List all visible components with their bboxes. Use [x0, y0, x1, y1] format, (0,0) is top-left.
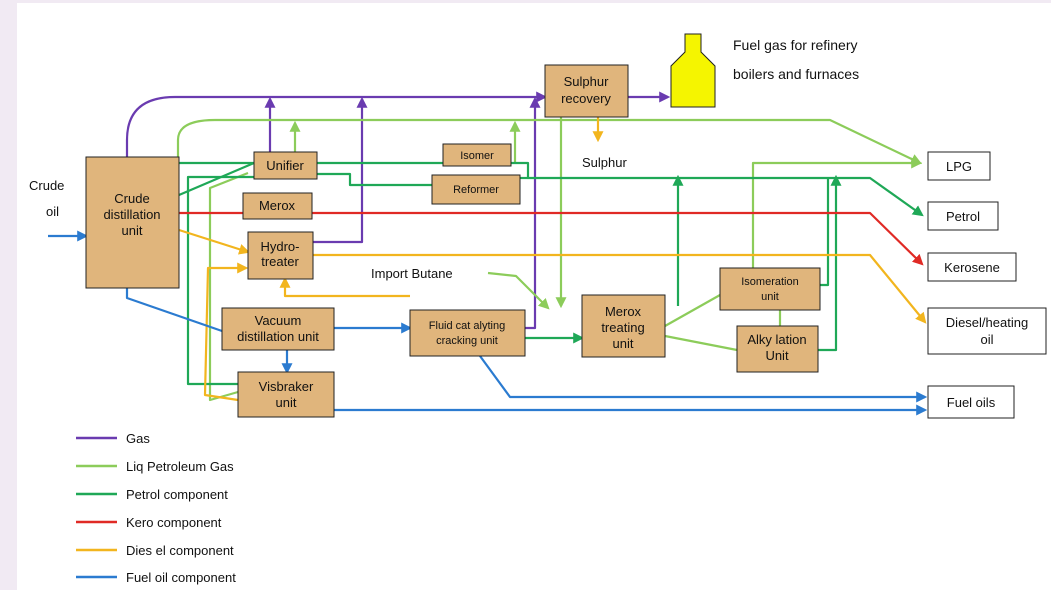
gas-hydrotreater-up: [312, 96, 368, 244]
lpg-top-to-lpg: [176, 118, 922, 165]
legend-item-petrol: Petrol component: [76, 487, 228, 502]
unit-reformer: Reformer: [431, 174, 521, 205]
gas-cdu-to-sulphur: [125, 91, 548, 157]
diesel-flows: [178, 117, 927, 402]
lpg-import-butane: [487, 271, 550, 310]
legend-label: Kero component: [126, 515, 222, 530]
legend-item-diesel: Dies el component: [76, 543, 234, 558]
legend-label: Dies el component: [126, 543, 234, 558]
unit-unifier: Unifier: [253, 151, 318, 180]
lpg-isomeration-to-lpg: [751, 157, 923, 268]
product-fuel-oils: Fuel oils: [927, 385, 1015, 419]
lpg-flows: [176, 113, 923, 402]
legend-item-gas: Gas: [76, 431, 150, 446]
flow-lines: [48, 91, 928, 416]
lpg-merox-to-isomeration: [664, 294, 721, 327]
fuel-oil-flows: [48, 230, 928, 416]
product-lpg: LPG: [927, 151, 991, 181]
petrol-isomeration-up: [820, 177, 830, 287]
product-kerosene: Kerosene: [927, 252, 1017, 282]
legend-item-lpg: Liq Petroleum Gas: [76, 459, 234, 474]
product-label: Fuel oils: [947, 395, 996, 410]
unit-label: Unifier: [266, 158, 304, 173]
unit-label: Isomer: [460, 150, 494, 162]
petrol-left-vertical: [186, 175, 254, 386]
gas-fcc-up: [525, 96, 541, 330]
unit-label: Hydro-treater: [260, 239, 299, 269]
product-petrol: Petrol: [927, 201, 999, 231]
import-butane-label: Import Butane: [371, 266, 453, 281]
unit-hydrotreater: Hydro-treater: [247, 231, 314, 280]
kero-cdu-to-kerosene: [179, 211, 924, 266]
legend-label: Fuel oil component: [126, 570, 236, 585]
fuel-oil-fcc-to-fuel-oils: [479, 355, 928, 403]
kero-flows: [179, 211, 924, 266]
diesel-hydrotreater-to-diesel: [313, 253, 927, 324]
diesel-visbraker-loop: [203, 262, 249, 402]
gas-flows: [125, 91, 671, 330]
unit-isomer: Isomer: [442, 143, 512, 167]
sulphur-label: Sulphur: [582, 155, 627, 170]
lpg-unifier-down: [208, 171, 249, 402]
fuel-oil-cdu-to-vacuum: [125, 288, 223, 333]
fuel-gas-tank-icon: [670, 33, 716, 108]
petrol-cdu-down-left: [178, 161, 255, 197]
product-label: LPG: [946, 159, 972, 174]
unit-merox: Merox: [242, 192, 313, 220]
unit-label: Merox: [259, 198, 296, 213]
legend-item-kero: Kero component: [76, 515, 222, 530]
petrol-isomer-to-petrol: [489, 161, 924, 217]
petrol-unifier-to-reformer: [317, 172, 432, 187]
product-label: Petrol: [946, 209, 980, 224]
legend: Gas Liq Petroleum Gas Petrol component K…: [76, 431, 236, 585]
legend-label: Petrol component: [126, 487, 228, 502]
legend-label: Liq Petroleum Gas: [126, 459, 234, 474]
product-label: Kerosene: [944, 260, 1000, 275]
legend-item-fuel-oil: Fuel oil component: [76, 570, 236, 585]
diesel-fcc-back: [279, 276, 410, 298]
petrol-alkylation-up: [818, 174, 842, 352]
unit-label: Reformer: [453, 184, 499, 196]
diesel-cdu-to-hydrotreater: [178, 228, 251, 255]
lpg-merox-to-alkylation: [664, 334, 738, 352]
legend-label: Gas: [126, 431, 150, 446]
